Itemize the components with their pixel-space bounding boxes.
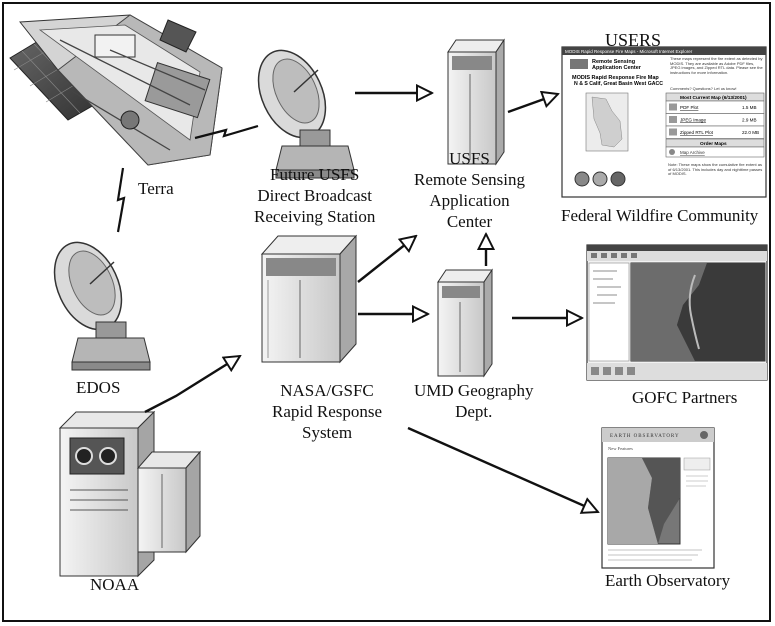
fire-table-row: Zipped RTL Plot 22.0 MB xyxy=(665,125,765,139)
nasa-label: NASA/GSFC Rapid Response System xyxy=(272,381,383,442)
terra-label: Terra xyxy=(138,179,174,198)
usfs-center-label: USFS Remote Sensing Application Center xyxy=(414,149,525,231)
users-label: USERS xyxy=(605,30,662,50)
terra-to-edos-link xyxy=(116,167,126,233)
noaa-label: NOAA xyxy=(90,575,140,594)
edos-label: EDOS xyxy=(76,378,121,397)
file-icon xyxy=(669,116,677,123)
fire-table-row: JPEG Image 2.9 MB xyxy=(665,113,765,127)
federal-community-label: Federal Wildfire Community xyxy=(561,206,759,225)
future-station-dish-icon xyxy=(257,49,355,179)
svg-text:N & S Calif, Great Basin West: N & S Calif, Great Basin West GACC xyxy=(574,81,663,87)
svg-text:Application Center: Application Center xyxy=(592,65,642,71)
fire-note-text: Note: These maps show the cumulative fir… xyxy=(668,163,763,177)
fire-table-name: Zipped RTL Plot xyxy=(680,130,714,135)
fire-table: PDF Plot 1.5 MB JPEG Image 2.9 MB Zipped RTL… xyxy=(665,100,765,139)
svg-text:Order Maps: Order Maps xyxy=(700,141,727,147)
gofc-gis-screenshot xyxy=(586,244,768,381)
future-station-label: Future USFS Direct Broadcast Receiving S… xyxy=(254,165,376,226)
fire-map-webpage-screenshot: MODIS Rapid Response Fire Maps - Microso… xyxy=(561,46,767,198)
fire-table-size: 22.0 MB xyxy=(742,130,759,135)
svg-text:Map Archive: Map Archive xyxy=(680,150,705,155)
umd-server-icon xyxy=(437,268,493,378)
noaa-mainframe-icon xyxy=(58,410,202,578)
fire-table-name: JPEG Image xyxy=(680,118,706,123)
arrow-nasa-to-usfs xyxy=(357,236,416,283)
fire-table-row: PDF Plot 1.5 MB xyxy=(665,100,765,114)
terra-to-station-link xyxy=(194,124,259,140)
usfs-server-icon xyxy=(447,38,505,166)
svg-text:MODIS Rapid Response Fire Map: MODIS Rapid Response Fire Map xyxy=(572,75,659,81)
svg-text:Most Current Map (6/13/2001): Most Current Map (6/13/2001) xyxy=(680,95,747,101)
fire-table-size: 1.5 MB xyxy=(742,105,757,110)
fire-intro-text: These maps represent the fire extent as … xyxy=(670,57,763,75)
svg-text:New Features: New Features xyxy=(608,446,633,451)
fire-table-size: 2.9 MB xyxy=(742,118,757,123)
umd-label: UMD Geography Dept. xyxy=(414,381,534,421)
svg-text:Remote Sensing: Remote Sensing xyxy=(592,59,635,65)
fire-titlebar-text: MODIS Rapid Response Fire Maps - Microso… xyxy=(565,49,693,54)
arrow-edos-to-nasa xyxy=(144,356,240,414)
terra-satellite-icon xyxy=(9,14,223,166)
gofc-label: GOFC Partners xyxy=(632,388,738,407)
fire-table-name: PDF Plot xyxy=(680,105,699,110)
earth-observatory-screenshot: EARTH OBSERVATORY New Features xyxy=(601,427,715,569)
earth-observatory-label: Earth Observatory xyxy=(605,571,731,590)
arrow-nasa-to-earthobs xyxy=(407,426,598,512)
file-icon xyxy=(669,103,677,111)
edos-dish-icon xyxy=(53,241,151,371)
svg-text:EARTH OBSERVATORY: EARTH OBSERVATORY xyxy=(610,434,680,439)
arrow-usfs-to-federal xyxy=(507,94,558,114)
file-icon xyxy=(669,128,677,136)
nasa-server-icon xyxy=(260,234,358,364)
svg-text:Comments? Questions? Let us kn: Comments? Questions? Let us know! xyxy=(670,86,736,91)
